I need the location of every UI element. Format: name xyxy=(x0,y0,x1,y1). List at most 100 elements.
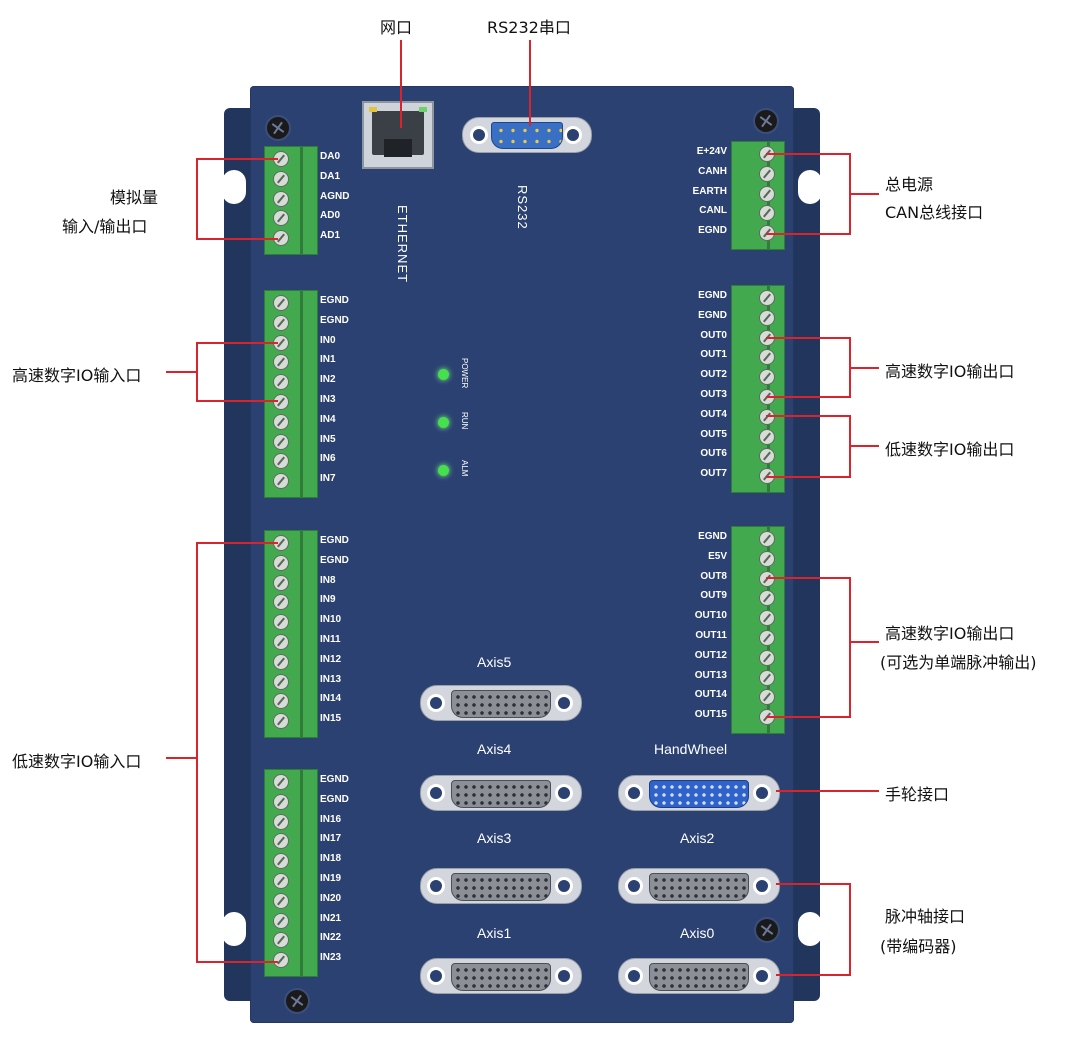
callout-line xyxy=(776,790,879,792)
run-led-label: RUN xyxy=(460,412,469,430)
ethernet-port xyxy=(362,101,434,169)
terminal-pin-label: EGND xyxy=(320,793,349,805)
terminal-screw-icon[interactable] xyxy=(759,185,775,202)
axis2-connector[interactable] xyxy=(618,868,780,904)
terminal-screw-icon[interactable] xyxy=(759,610,775,627)
callout-line xyxy=(196,158,278,160)
ls-input-terminal-b xyxy=(264,769,318,977)
terminal-screw-icon[interactable] xyxy=(759,369,775,386)
callout-line xyxy=(849,577,851,718)
terminal-screw-icon[interactable] xyxy=(273,873,289,889)
terminal-screw-icon[interactable] xyxy=(273,932,289,949)
power-led-label: POWER xyxy=(460,358,469,389)
terminal-screw-icon[interactable] xyxy=(273,594,289,611)
terminal-pin-label: IN23 xyxy=(320,952,342,964)
terminal-pin-label: OUT8 xyxy=(700,570,727,582)
pulse-axis-callout-line1: 脉冲轴接口 xyxy=(885,907,966,926)
callout-line xyxy=(776,883,851,885)
terminal-screw-icon[interactable] xyxy=(759,205,775,222)
power-callout-line1: 总电源 xyxy=(885,175,934,194)
terminal-screw-icon[interactable] xyxy=(759,669,775,686)
hs-output-2-callout-line2: (可选为单端脉冲输出) xyxy=(880,653,1037,672)
terminal-screw-icon[interactable] xyxy=(273,453,289,470)
terminal-screw-icon[interactable] xyxy=(273,394,289,410)
terminal-screw-icon[interactable] xyxy=(759,531,775,547)
terminal-pin-label: OUT14 xyxy=(694,689,727,701)
terminal-screw-icon[interactable] xyxy=(273,952,289,969)
terminal-pin-label: EGND xyxy=(320,314,349,326)
terminal-screw-icon[interactable] xyxy=(273,892,289,909)
terminal-screw-icon[interactable] xyxy=(273,813,289,830)
rs232-connector xyxy=(462,117,592,153)
terminal-pin-label: IN20 xyxy=(320,892,342,904)
terminal-screw-icon[interactable] xyxy=(273,354,289,371)
terminal-screw-icon[interactable] xyxy=(273,574,289,591)
terminal-pin-label: IN14 xyxy=(320,693,342,705)
terminal-screw-icon[interactable] xyxy=(273,210,289,227)
terminal-pin-label: DA1 xyxy=(320,170,341,182)
terminal-pin-label: EGND xyxy=(320,535,349,546)
terminal-pin-label: OUT10 xyxy=(694,610,727,622)
rs232-label: RS232 xyxy=(515,185,530,230)
terminal-screw-icon[interactable] xyxy=(273,554,289,571)
callout-line xyxy=(196,400,278,402)
terminal-pin-label: EGND xyxy=(320,774,349,785)
terminal-screw-icon[interactable] xyxy=(759,349,775,366)
terminal-pin-label: IN11 xyxy=(320,634,341,645)
alm-led xyxy=(438,465,449,476)
callout-line xyxy=(400,40,402,128)
axis4-connector[interactable] xyxy=(420,775,582,811)
terminal-screw-icon[interactable] xyxy=(759,590,775,607)
pulse-axis-callout-line2: (带编码器) xyxy=(880,937,957,956)
callout-line xyxy=(196,542,278,544)
terminal-screw-icon[interactable] xyxy=(273,473,289,490)
terminal-screw-icon[interactable] xyxy=(273,793,289,810)
callout-line xyxy=(776,974,851,976)
terminal-pin-label: EGND xyxy=(698,309,727,321)
terminal-screw-icon[interactable] xyxy=(273,190,289,207)
terminal-screw-icon[interactable] xyxy=(273,295,289,311)
screw-icon xyxy=(286,990,308,1012)
terminal-screw-icon[interactable] xyxy=(273,653,289,670)
terminal-screw-icon[interactable] xyxy=(759,630,775,646)
terminal-screw-icon[interactable] xyxy=(759,649,775,666)
terminal-screw-icon[interactable] xyxy=(273,413,289,430)
axis3-connector[interactable] xyxy=(420,868,582,904)
axis0-connector[interactable] xyxy=(618,958,780,994)
terminal-screw-icon[interactable] xyxy=(273,833,289,850)
terminal-screw-icon[interactable] xyxy=(273,170,289,187)
terminal-screw-icon[interactable] xyxy=(273,374,289,391)
terminal-screw-icon[interactable] xyxy=(273,693,289,710)
axis1-connector[interactable] xyxy=(420,958,582,994)
terminal-pin-label: OUT4 xyxy=(700,408,727,420)
terminal-pin-label: IN5 xyxy=(320,433,336,445)
run-led xyxy=(438,417,449,428)
terminal-screw-icon[interactable] xyxy=(273,853,289,870)
ls-output-callout: 低速数字IO输出口 xyxy=(885,440,1015,459)
terminal-screw-icon[interactable] xyxy=(759,165,775,182)
terminal-screw-icon[interactable] xyxy=(273,673,289,690)
alm-led-label: ALM xyxy=(460,460,469,477)
terminal-pin-label: IN6 xyxy=(320,453,336,465)
callout-line xyxy=(196,158,198,240)
terminal-screw-icon[interactable] xyxy=(759,428,775,445)
terminal-pin-label: IN4 xyxy=(320,413,336,425)
terminal-screw-icon[interactable] xyxy=(759,689,775,706)
hs-output-2-callout-line1: 高速数字IO输出口 xyxy=(885,624,1015,643)
terminal-screw-icon[interactable] xyxy=(273,433,289,450)
terminal-screw-icon[interactable] xyxy=(759,448,775,465)
terminal-screw-icon[interactable] xyxy=(273,774,289,790)
handwheel-connector[interactable] xyxy=(618,775,780,811)
terminal-screw-icon[interactable] xyxy=(759,550,775,567)
terminal-screw-icon[interactable] xyxy=(273,912,289,929)
terminal-pin-label: IN17 xyxy=(320,833,342,845)
terminal-pin-label: OUT5 xyxy=(700,428,727,440)
terminal-screw-icon[interactable] xyxy=(759,290,775,306)
terminal-screw-icon[interactable] xyxy=(273,634,289,650)
terminal-screw-icon[interactable] xyxy=(273,314,289,331)
terminal-screw-icon[interactable] xyxy=(273,713,289,730)
axis5-connector[interactable] xyxy=(420,685,582,721)
terminal-screw-icon[interactable] xyxy=(273,614,289,631)
terminal-screw-icon[interactable] xyxy=(759,309,775,326)
terminal-pin-label: OUT13 xyxy=(694,669,727,681)
